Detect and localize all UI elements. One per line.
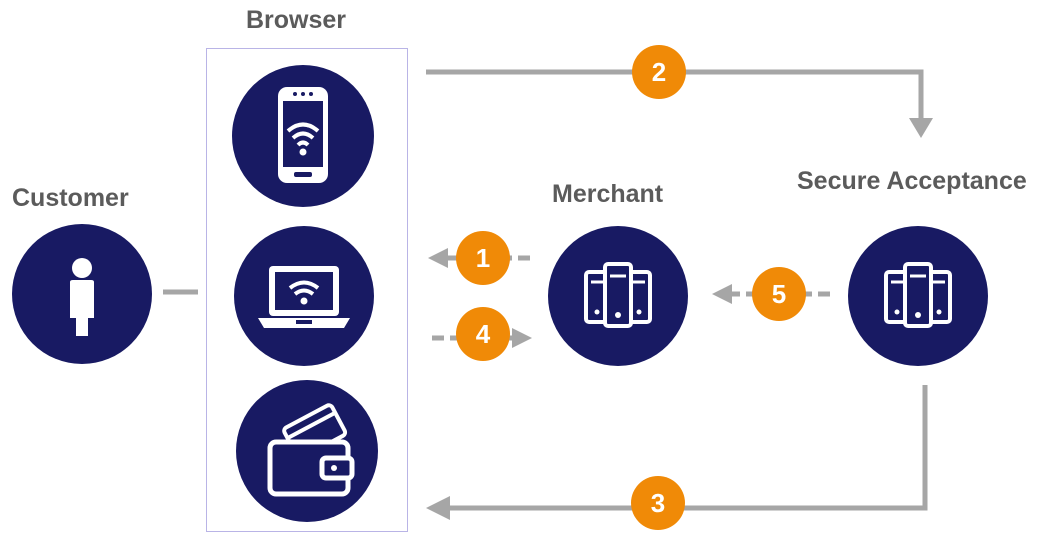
browser-label: Browser bbox=[246, 6, 347, 34]
browser-group bbox=[206, 48, 408, 532]
smartphone-wifi-icon bbox=[278, 87, 328, 183]
step-4-badge: 4 bbox=[456, 307, 510, 361]
step-3-badge: 3 bbox=[631, 476, 685, 530]
server-icon bbox=[584, 262, 652, 328]
phone-node bbox=[232, 65, 374, 207]
customer-node bbox=[12, 224, 152, 364]
arrow-step-2 bbox=[426, 69, 924, 120]
person-icon bbox=[70, 258, 94, 336]
merchant-label: Merchant bbox=[552, 180, 664, 208]
arrow-step-3 bbox=[448, 385, 928, 511]
customer-label: Customer bbox=[12, 184, 129, 212]
step-1-badge: 1 bbox=[456, 231, 510, 285]
step-5-badge: 5 bbox=[752, 267, 806, 321]
secure-acceptance-node bbox=[848, 226, 988, 366]
laptop-wifi-icon bbox=[258, 266, 350, 328]
step-2-badge: 2 bbox=[632, 45, 686, 99]
merchant-node bbox=[548, 226, 688, 366]
wallet-node bbox=[236, 380, 378, 522]
server-icon bbox=[884, 262, 952, 328]
wallet-card-icon bbox=[267, 403, 355, 497]
secure-acceptance-label: Secure Acceptance bbox=[797, 167, 1027, 195]
laptop-node bbox=[234, 226, 374, 366]
